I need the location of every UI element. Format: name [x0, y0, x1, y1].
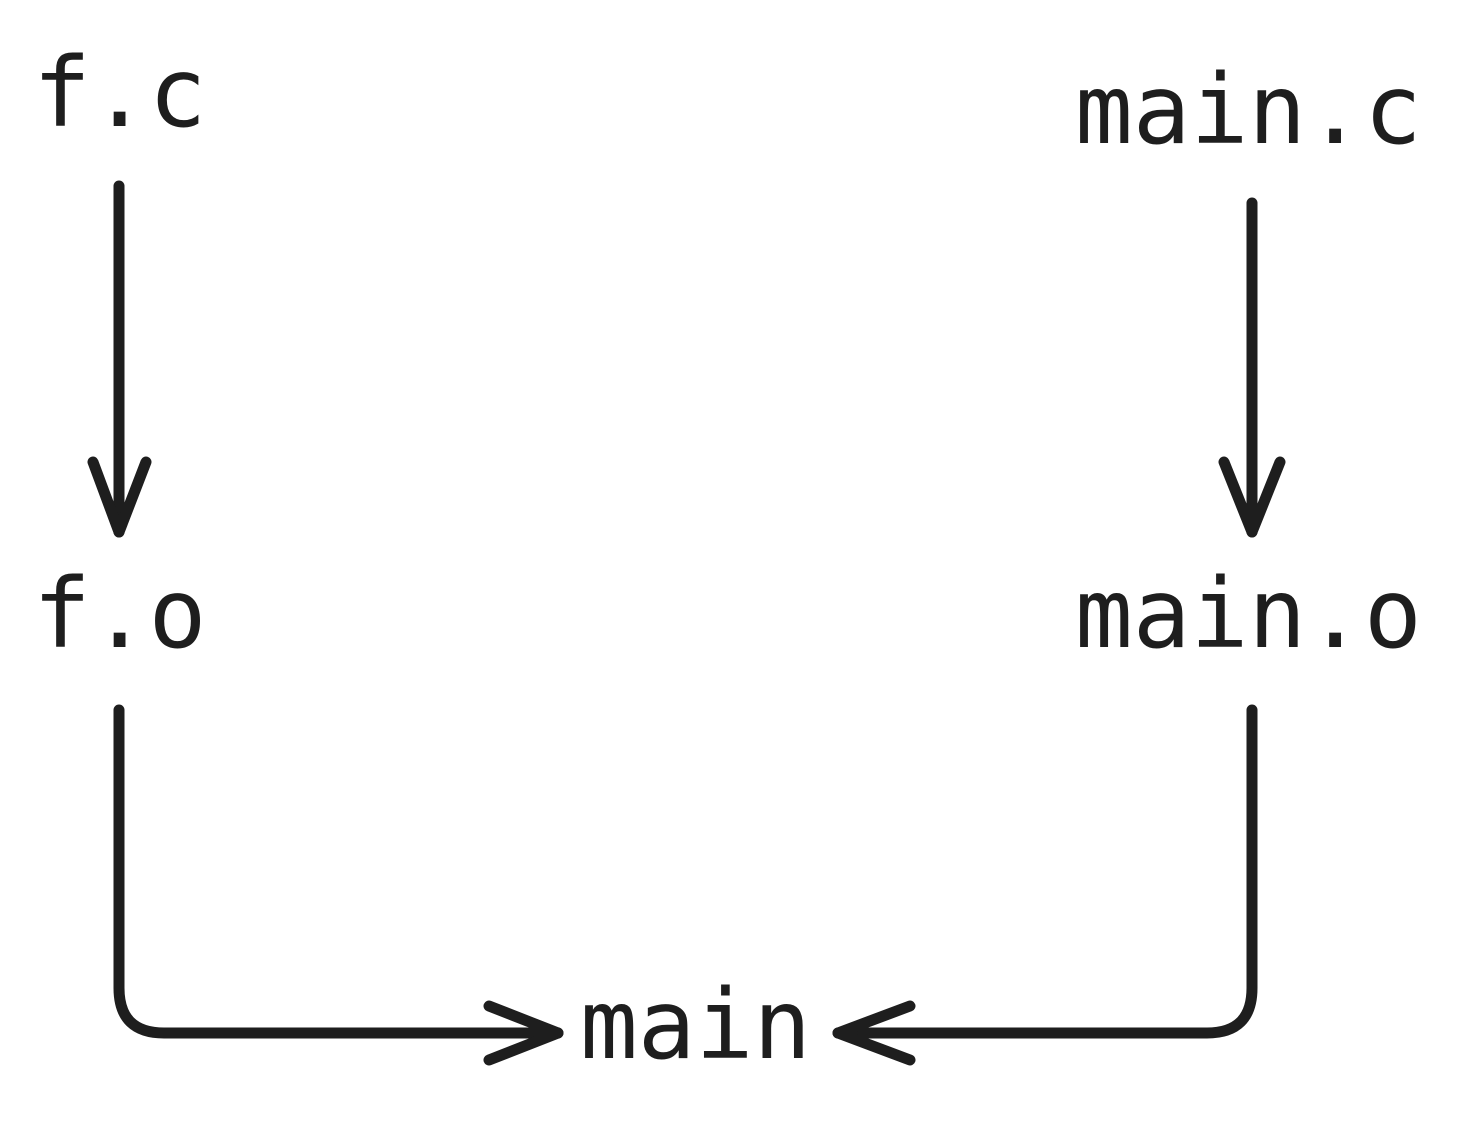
arrowhead-right	[483, 1000, 564, 1066]
arrowhead-left	[832, 1000, 916, 1066]
edge-line	[113, 704, 564, 1039]
node-main: main	[580, 969, 811, 1081]
edge-f-o-to-main	[113, 704, 564, 1066]
edge-line	[832, 704, 1258, 1039]
node-main-o: main.o	[1075, 558, 1422, 670]
node-main-c: main.c	[1075, 54, 1422, 166]
node-f-c: f.c	[33, 37, 206, 149]
arrowhead-down	[87, 456, 152, 538]
edge-f-c-to-f-o	[87, 180, 152, 538]
edge-main-o-to-main	[832, 704, 1258, 1066]
edge-main-c-to-main-o	[1218, 197, 1286, 538]
arrowhead-down	[1218, 456, 1286, 538]
node-f-o: f.o	[33, 558, 206, 670]
